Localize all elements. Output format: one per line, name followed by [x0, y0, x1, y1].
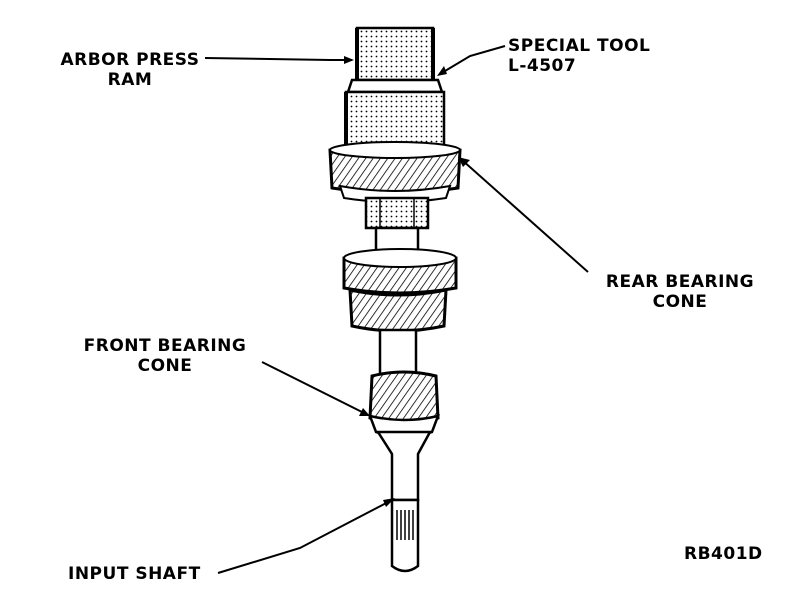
label-special-tool-line1: SPECIAL TOOL: [508, 36, 651, 56]
label-rear-bearing-cone-line1: REAR BEARING: [605, 272, 755, 292]
input-shaft: [390, 498, 420, 573]
label-rear-bearing-cone: REAR BEARING CONE: [580, 272, 780, 312]
shaft-body: [378, 328, 418, 378]
leader-lines: [204, 45, 589, 574]
label-arbor-press-ram-line2: RAM: [107, 70, 153, 90]
leader-input-shaft: [217, 499, 393, 574]
leader-arbor-press-ram: [204, 57, 352, 61]
figure-code: RB401D: [684, 544, 763, 564]
label-special-tool-line2: L-4507: [508, 56, 577, 76]
leader-front-bearing-cone: [261, 361, 367, 415]
label-arbor-press-ram: ARBOR PRESS RAM: [50, 50, 210, 90]
label-front-bearing-cone-line1: FRONT BEARING: [83, 336, 247, 356]
label-front-bearing-cone: FRONT BEARING CONE: [60, 336, 270, 376]
shaft-collar: [364, 196, 430, 230]
cluster-gear: [342, 248, 458, 333]
shaft-taper: [375, 430, 433, 502]
front-bearing-cone: [368, 370, 440, 438]
label-rear-bearing-cone-line2: CONE: [652, 292, 708, 312]
label-arbor-press-ram-line1: ARBOR PRESS: [60, 50, 200, 70]
label-special-tool: SPECIAL TOOL L-4507: [508, 36, 650, 76]
arbor-press-ram: [355, 26, 435, 82]
label-input-shaft: INPUT SHAFT: [68, 564, 201, 584]
leader-rear-bearing-cone: [461, 159, 589, 273]
leader-special-tool: [439, 45, 506, 75]
special-tool: [344, 78, 446, 148]
rear-bearing-cone: [328, 141, 462, 203]
label-front-bearing-cone-line2: CONE: [137, 356, 193, 376]
